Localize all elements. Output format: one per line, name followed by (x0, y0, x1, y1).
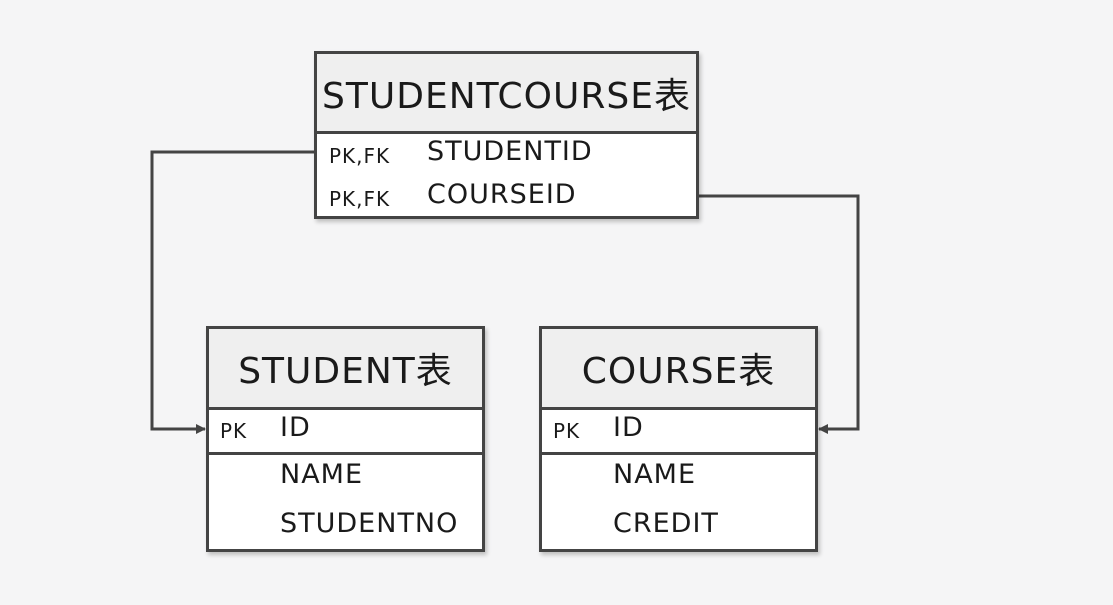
student-pk-section: PK ID (209, 410, 482, 455)
course-row-name: NAME (542, 457, 815, 506)
course-fields: NAME CREDIT (542, 457, 815, 555)
field-name: ID (280, 412, 311, 443)
student-table: STUDENT表 PK ID NAME STUDENTNO (206, 326, 485, 552)
key-label: PK,FK (329, 187, 391, 211)
student-row-id: PK ID (209, 410, 482, 452)
key-label: PK,FK (329, 144, 391, 168)
studentcourse-table: STUDENTCOURSE表 PK,FK STUDENTID PK,FK COU… (314, 51, 699, 219)
course-row-id: PK ID (542, 410, 815, 452)
course-row-credit: CREDIT (542, 506, 815, 555)
student-fields: NAME STUDENTNO (209, 457, 482, 555)
student-row-studentno: STUDENTNO (209, 506, 482, 555)
field-name: NAME (280, 459, 364, 490)
key-label: PK (220, 419, 248, 443)
field-name: CREDIT (613, 508, 719, 539)
field-name: STUDENTNO (280, 508, 459, 539)
course-table-title: COURSE表 (542, 329, 815, 410)
course-table: COURSE表 PK ID NAME CREDIT (539, 326, 818, 552)
studentcourse-row-courseid: PK,FK COURSEID (317, 177, 696, 220)
course-pk-section: PK ID (542, 410, 815, 455)
student-table-title: STUDENT表 (209, 329, 482, 410)
field-name: STUDENTID (427, 136, 593, 167)
field-name: COURSEID (427, 179, 577, 210)
key-label: PK (553, 419, 581, 443)
field-name: NAME (613, 459, 697, 490)
student-row-name: NAME (209, 457, 482, 506)
field-name: ID (613, 412, 644, 443)
studentcourse-row-studentid: PK,FK STUDENTID (317, 134, 696, 177)
studentcourse-table-title: STUDENTCOURSE表 (317, 54, 696, 134)
